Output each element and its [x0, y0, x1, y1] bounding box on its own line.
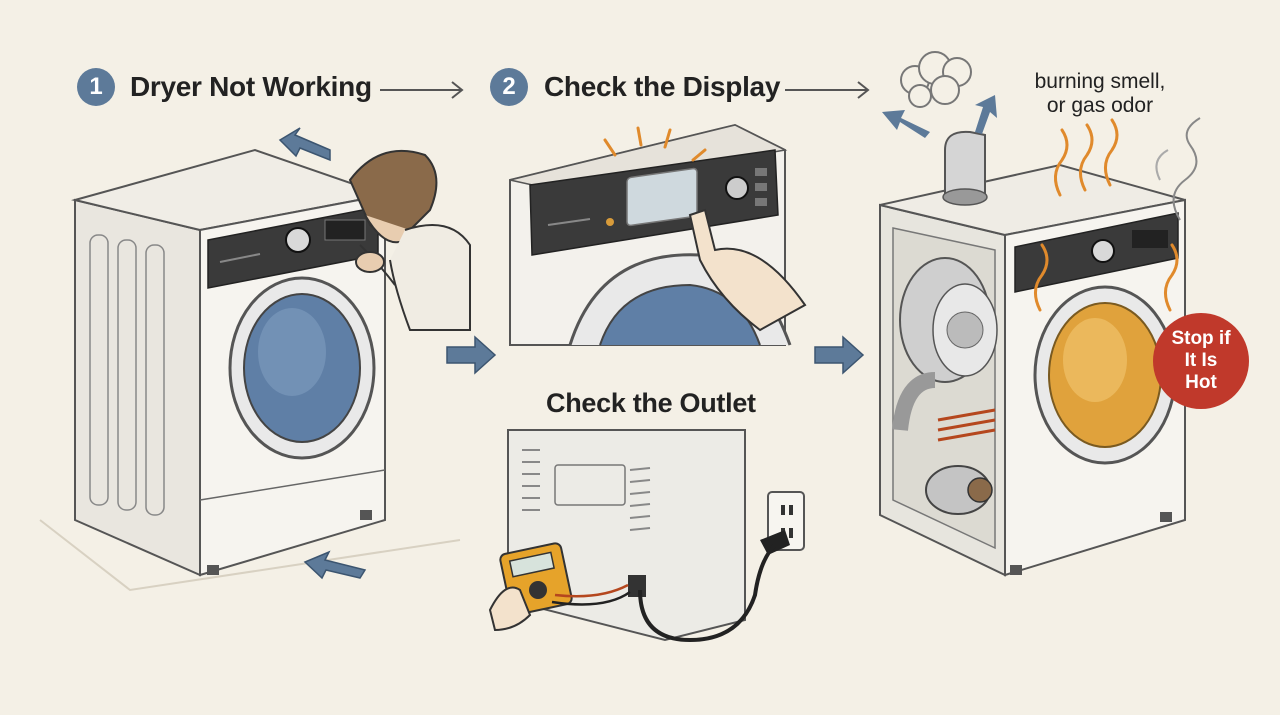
power-plug-icon: [760, 491, 805, 555]
multimeter-icon: [488, 542, 631, 632]
step-1-title: Dryer Not Working: [130, 71, 372, 102]
arrow-curve-icon: [278, 127, 367, 580]
stop-if-hot-badge: Stop if It Is Hot: [1153, 313, 1249, 409]
stop-line-2: It Is: [1184, 350, 1218, 371]
heat-wave-icon: [1034, 118, 1179, 312]
step-2-title: Check the Display: [544, 71, 781, 102]
warning-line-2: or gas odor: [1046, 94, 1154, 117]
arrow-right-icon: [446, 335, 865, 375]
smoke-icon: [900, 51, 972, 108]
smoke-icon: [1172, 117, 1201, 221]
dryer-back-outlet: [488, 429, 805, 643]
step-2-badge: 2: [490, 68, 528, 106]
arrow-curve-icon: [882, 95, 997, 138]
warning-line-1: burning smell,: [1034, 70, 1166, 93]
dryer-cutaway: [879, 130, 1186, 577]
dryer-1: [39, 148, 461, 592]
step-1-badge: 1: [77, 68, 115, 106]
stop-line-3: Hot: [1185, 372, 1217, 393]
warning-note: burning smell, or gas odor: [1020, 70, 1180, 118]
person-figure: [348, 149, 471, 331]
outlet-step-title: Check the Outlet: [546, 388, 756, 418]
stop-line-1: Stop if: [1171, 328, 1231, 349]
dryer-display-closeup: [509, 123, 807, 346]
arrow-right-icon: [380, 81, 870, 99]
